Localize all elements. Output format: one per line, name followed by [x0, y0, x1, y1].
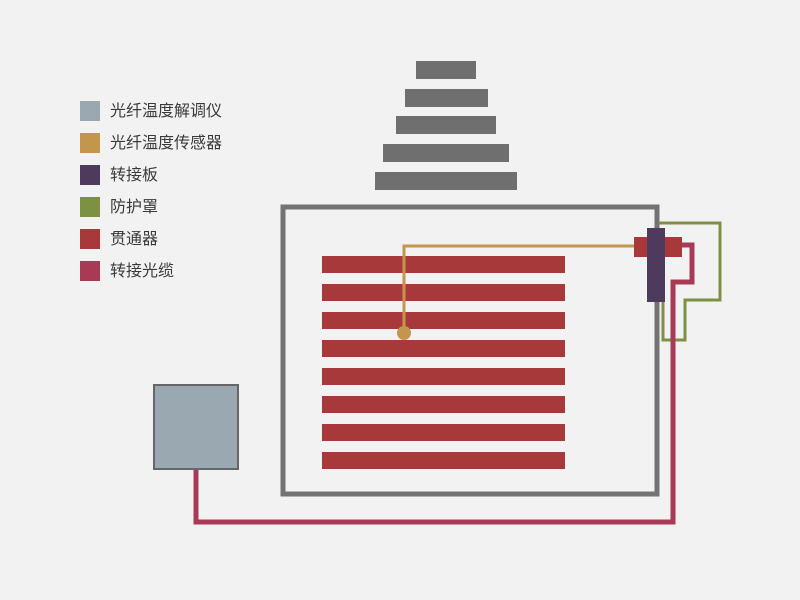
radiator-fin [405, 89, 488, 107]
winding-bars [322, 256, 565, 469]
legend-item: 光纤温度解调仪 [80, 100, 222, 121]
winding-bar [322, 284, 565, 301]
legend-item: 防护罩 [80, 196, 222, 217]
winding-bar [322, 340, 565, 357]
legend-label: 防护罩 [110, 196, 159, 216]
radiator-fin [383, 144, 509, 162]
fiber-sensor-probe [397, 326, 411, 340]
winding-bar [322, 452, 565, 469]
housing [280, 204, 660, 497]
legend-label: 转接板 [110, 164, 159, 184]
protective-cover [659, 221, 722, 342]
winding-bar [322, 424, 565, 441]
radiator-fin [416, 61, 476, 79]
radiator-fin [396, 116, 496, 134]
winding-bar [322, 312, 565, 329]
legend-label: 光纤温度解调仪 [110, 100, 223, 120]
demodulator-box [153, 384, 239, 470]
adapter-board [647, 228, 665, 302]
legend-item: 转接板 [80, 164, 222, 185]
legend-label: 转接光缆 [110, 260, 175, 280]
transfer-cable-swatch [80, 260, 100, 281]
legend-item: 光纤温度传感器 [80, 132, 222, 153]
winding-bar [322, 396, 565, 413]
fiber-sensor-line [402, 244, 646, 333]
legend: 光纤温度解调仪光纤温度传感器转接板防护罩贯通器转接光缆 [80, 100, 222, 292]
protective-cover-swatch [80, 196, 100, 217]
winding-bar [322, 256, 565, 273]
legend-item: 贯通器 [80, 228, 222, 249]
sensor-swatch [80, 132, 100, 153]
winding-bar [322, 368, 565, 385]
radiator-fin [375, 172, 517, 190]
radiator-fins [375, 61, 517, 190]
legend-item: 转接光缆 [80, 260, 222, 281]
adapter-board-swatch [80, 164, 100, 185]
legend-label: 贯通器 [110, 228, 159, 248]
transfer-cable [193, 242, 695, 525]
feedthrough-swatch [80, 228, 100, 249]
demodulator-swatch [80, 100, 100, 121]
legend-label: 光纤温度传感器 [110, 132, 223, 152]
